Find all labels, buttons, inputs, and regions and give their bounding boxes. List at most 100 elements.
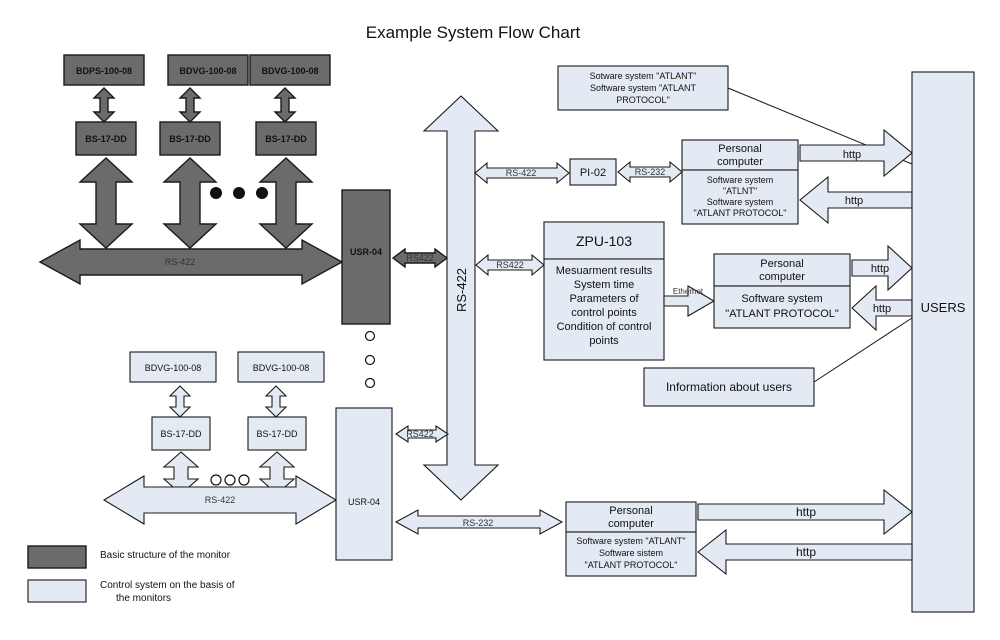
usr-dot-3	[364, 377, 376, 389]
atlant-software-box	[557, 65, 729, 111]
top-bs-2	[159, 121, 221, 156]
bottom-usr-label: USR-04	[348, 497, 380, 507]
pc1-http-out-label: http	[843, 149, 861, 161]
top-link-3	[273, 87, 297, 123]
top-link-2	[178, 87, 202, 123]
pc2-title-box	[713, 253, 851, 287]
users-label: USERS	[921, 300, 966, 315]
bottom-detector-1-label: BDVG-100-08	[145, 363, 202, 373]
users-column	[911, 71, 975, 613]
pc1-http-in-label: http	[845, 195, 863, 207]
top-detector-3-label: BDVG-100-08	[261, 66, 318, 76]
top-usr	[341, 189, 391, 325]
bottom-usr	[335, 407, 393, 561]
bottom-usr-link-label: RS422	[406, 429, 434, 439]
pc2-sw-line2: "ATLANT PROTOCOL"	[725, 308, 839, 320]
pc2-http-in	[851, 284, 913, 332]
pc3-sw-line1: Software system "ATLANT"	[576, 536, 685, 546]
top-bs-1-label: BS-17-DD	[85, 134, 127, 144]
bottom-link-1	[168, 385, 192, 418]
ethernet-label: Ethernet	[673, 287, 704, 296]
info-users-line	[813, 317, 913, 383]
ethernet-link	[663, 285, 716, 317]
top-bs-bus-3	[258, 157, 314, 249]
pc2-http-out-label: http	[871, 263, 889, 275]
bottom-bus-label: RS-422	[205, 495, 236, 505]
pi02-box	[569, 158, 617, 186]
legend-dark-swatch	[27, 545, 87, 569]
pc1-sw-line1: Software system	[707, 175, 774, 185]
pc3-sw-line3: "ATLANT PROTOCOL"	[585, 560, 678, 570]
pc2-software-box	[713, 285, 851, 329]
atlant-line2: Software system "ATLANT	[590, 83, 697, 93]
legend-light-line1: Control system on the basis of	[100, 580, 235, 591]
zpu-line-4: control points	[571, 307, 637, 319]
pc2-sw-line1: Software system	[741, 293, 822, 305]
bottom-rs232-link	[394, 509, 564, 535]
top-bus-label: RS-422	[165, 257, 196, 267]
pc1-title-box	[681, 139, 799, 171]
pc1-sw-line2: "ATLNT"	[723, 186, 757, 196]
zpu-line-3: Parameters of	[569, 293, 639, 305]
pc3-sw-line2: Software sistem	[599, 548, 663, 558]
bottom-dot-2	[224, 474, 236, 486]
usr-dot-2	[364, 354, 376, 366]
top-bs-1	[75, 121, 137, 156]
pc3-software-box	[565, 531, 697, 577]
pc1-title-line1: Personal	[718, 143, 761, 155]
pc3-title-box	[565, 501, 697, 533]
top-detector-2	[167, 54, 249, 86]
pc3-http-out-label: http	[796, 505, 816, 519]
bottom-detector-2	[237, 351, 325, 383]
pc2-http-out	[851, 244, 913, 292]
pc3-http-out	[697, 488, 913, 536]
bottom-detector-1	[129, 351, 217, 383]
top-dot-2	[233, 187, 245, 199]
diagram-title: Example System Flow Chart	[366, 23, 581, 42]
top-link-1	[92, 87, 116, 123]
atlant-line3: PROTOCOL"	[616, 95, 670, 105]
zpu-line-6: points	[589, 335, 619, 347]
bottom-bs-2-label: BS-17-DD	[256, 429, 298, 439]
pc1-http-in	[799, 175, 913, 225]
atlant-line1: Sotware system "ATLANT"	[590, 71, 697, 81]
top-detector-1	[63, 54, 145, 86]
top-detector-2-label: BDVG-100-08	[179, 66, 236, 76]
top-detector-1-label: BDPS-100-08	[76, 66, 132, 76]
zpu-title: ZPU-103	[576, 233, 632, 249]
legend-light-line2: the monitors	[116, 593, 171, 604]
pc1-rs422-label: RS-422	[506, 168, 537, 178]
zpu-rs422-label: RS422	[496, 260, 524, 270]
zpu-line-5: Condition of control	[557, 321, 652, 333]
bottom-bs-1-label: BS-17-DD	[160, 429, 202, 439]
top-detector-3	[249, 54, 331, 86]
pc1-software-box	[681, 169, 799, 225]
usr-dot-1	[364, 330, 376, 342]
pc3-title-line2: computer	[608, 518, 654, 530]
bottom-usr-link	[395, 424, 449, 444]
pc2-title-line2: computer	[759, 271, 805, 283]
pc1-title-line2: computer	[717, 156, 763, 168]
pc1-rs422-link	[474, 161, 570, 185]
pc1-sw-line4: "ATLANT PROTOCOL"	[694, 208, 787, 218]
zpu-line-1: Mesuarment results	[556, 265, 653, 277]
top-dot-1	[210, 187, 222, 199]
pi-rs232-label: RS-232	[635, 167, 666, 177]
pc2-http-in-label: http	[873, 303, 891, 315]
info-users-box	[643, 367, 815, 407]
pc1-http-out	[799, 128, 913, 178]
top-usr-label: USR-04	[350, 247, 382, 257]
pc3-title-line1: Personal	[609, 505, 652, 517]
info-users-label: Information about users	[666, 380, 792, 394]
pc1-sw-line3: Software system	[707, 197, 774, 207]
top-bs-2-label: BS-17-DD	[169, 134, 211, 144]
top-bs-bus-2	[162, 157, 218, 249]
backbone-label: RS-422	[454, 268, 469, 312]
backbone-rs422	[422, 95, 500, 501]
top-usr-link-label: RS422	[406, 253, 434, 263]
top-bs-bus-1	[78, 157, 134, 249]
bottom-detector-2-label: BDVG-100-08	[253, 363, 310, 373]
legend-light-swatch	[27, 579, 87, 603]
bottom-dot-1	[210, 474, 222, 486]
